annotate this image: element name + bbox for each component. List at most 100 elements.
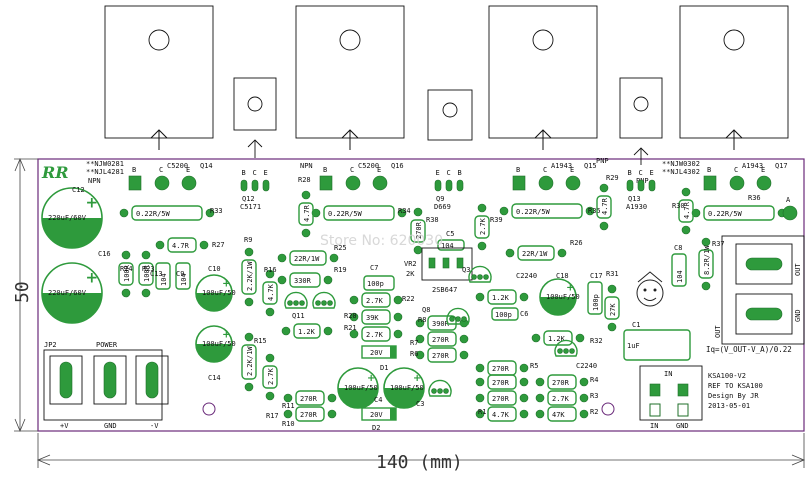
pin-label: B	[516, 166, 520, 174]
resistor-value: 2.7K	[479, 217, 487, 235]
resistor-ref: R5	[530, 362, 538, 370]
logo: RR	[41, 163, 69, 182]
pin-label: B	[242, 169, 246, 177]
pin-minus-v: -V	[150, 422, 159, 430]
zener-value: 20V	[370, 411, 383, 419]
transistor-ref: Q12	[242, 195, 255, 203]
resistor-value: 1.2K	[492, 294, 510, 302]
resistor-: 270R	[475, 390, 529, 406]
capacitor-value: 100uF/50	[202, 340, 236, 348]
power-connector: JP2 POWER +V GND -V	[43, 341, 169, 430]
resistor-value: 0.22R/5W	[708, 210, 743, 218]
resistor-ref: R22	[402, 295, 415, 303]
transistor-part: D669	[434, 203, 451, 211]
resistor-ref: R2	[590, 408, 598, 416]
transistor-part: A1943	[742, 162, 763, 170]
resistor-value: 270R	[415, 221, 423, 239]
dim-height-label: 50	[12, 281, 33, 303]
small-transistor-q9	[427, 89, 473, 141]
resistor-ref: R37	[712, 240, 725, 248]
capacitor-ref: C12	[72, 186, 85, 194]
resistor-value: 8.2R/1W	[703, 245, 711, 275]
in-label: IN	[664, 370, 672, 378]
capacitor-ref: C9	[176, 270, 184, 278]
to92-outline	[428, 379, 452, 397]
capacitor-value: 100uF/50	[202, 289, 236, 297]
mounting-hole-left	[202, 402, 216, 416]
transistor-part: A1943	[551, 162, 572, 170]
q11-ref: Q11	[292, 312, 305, 320]
capacitor-ref: C16	[98, 250, 111, 258]
gnd-label: GND	[794, 309, 802, 322]
polarity-mark: +	[566, 283, 574, 294]
resistor-ref: R33	[210, 207, 223, 215]
pin-label: C	[253, 169, 257, 177]
resistor-ref: R38	[426, 216, 439, 224]
resistor-ref: R29	[606, 174, 619, 182]
in-pin-gnd: GND	[676, 422, 689, 430]
capacitor-ref: C7	[370, 264, 378, 272]
capacitor-c12: 220uF/60V+C12	[41, 186, 103, 249]
polarity-mark: +	[413, 373, 421, 384]
zener-ref: D1	[380, 364, 388, 372]
pin-label: E	[650, 169, 654, 177]
transistor-note: **NJL4281	[86, 168, 124, 176]
transistor-ref: Q15	[584, 162, 597, 170]
q8-ref: Q8	[422, 306, 430, 314]
pin-label: C	[159, 166, 163, 174]
transistor-part: C5200	[167, 162, 188, 170]
resistor-ref: R28	[298, 176, 311, 184]
capacitor-ref: C5	[446, 230, 454, 238]
resistor-value: 0.22R/5W	[328, 210, 363, 218]
capacitor-value: 104	[160, 273, 168, 286]
capacitor-value: 100p	[367, 280, 384, 288]
resistor-value: 270R	[432, 352, 450, 360]
pin-label: E	[570, 166, 574, 174]
resistor-value: 330R	[294, 277, 312, 285]
small-transistor-q12	[233, 77, 277, 158]
zener-ref: D2	[372, 424, 380, 432]
pin-label: C	[447, 169, 451, 177]
resistor-value: 4.7K	[267, 283, 275, 301]
pin-label: B	[132, 166, 136, 174]
pad	[445, 179, 453, 192]
pin-label: E	[264, 169, 268, 177]
capacitor-ref: C1	[632, 321, 640, 329]
resistor-r33: 0.22R/5W R33	[119, 205, 223, 221]
capacitor-value: 104	[180, 273, 188, 286]
resistor-ref: R19	[334, 266, 347, 274]
to92-outline	[284, 291, 308, 309]
output-connectors: OUT GND OUT A	[714, 196, 805, 345]
transistor-part: C5200	[358, 162, 379, 170]
resistor-ref: R23	[142, 265, 155, 273]
pin-label: B	[707, 166, 711, 174]
polarity-mark: +	[86, 269, 99, 287]
transistor-note: **NJW0302	[662, 160, 700, 168]
to92-outline	[554, 339, 578, 357]
info-line-3: Design By JR	[708, 392, 759, 400]
resistor-value: 0.22R/5W	[136, 210, 171, 218]
capacitor-ref: C10	[208, 265, 221, 273]
